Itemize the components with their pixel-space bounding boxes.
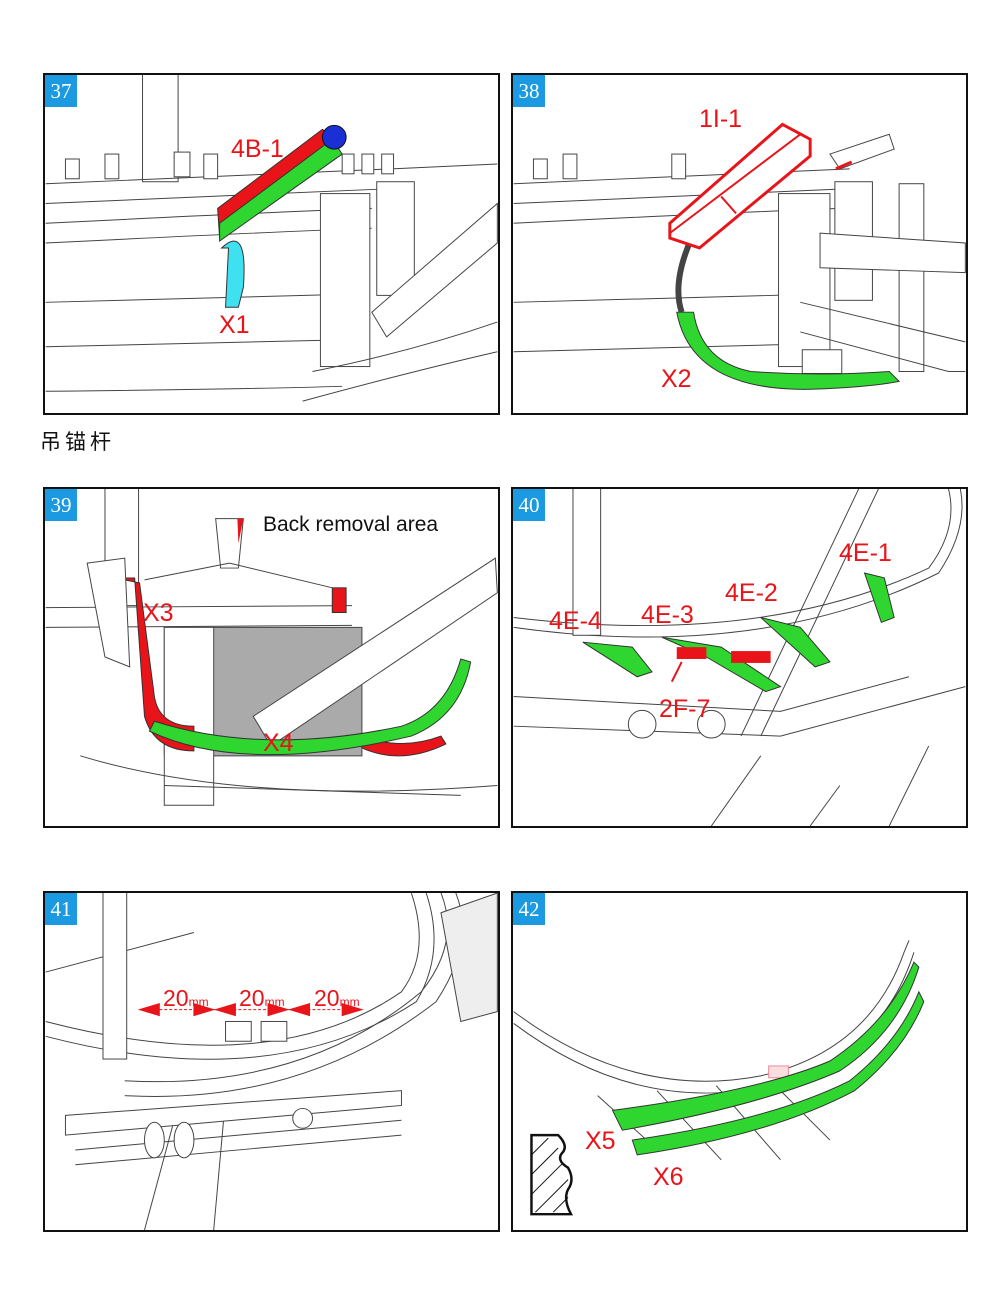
- step-40-panel: 40 4E-1 4E-2 4E-3 4E-4 2F-7: [511, 487, 968, 828]
- step-number-badge: 39: [45, 489, 77, 521]
- part-label-4b-1: 4B-1: [231, 135, 284, 163]
- dimension-value: 20: [163, 985, 189, 1011]
- dimension-value: 20: [239, 985, 265, 1011]
- dimension-label-2: 20mm: [239, 985, 285, 1012]
- step-37-illustration: [45, 75, 498, 402]
- step-42-illustration: [513, 940, 925, 1216]
- part-label-x3: X3: [143, 599, 174, 627]
- part-label-2f-7: 2F-7: [659, 695, 711, 723]
- part-label-x4: X4: [263, 729, 294, 757]
- part-label-x5: X5: [585, 1127, 616, 1155]
- part-label-4e-2: 4E-2: [725, 579, 778, 607]
- back-removal-area-note: Back removal area: [263, 513, 439, 536]
- step-40-illustration: [513, 489, 966, 826]
- dimension-unit: mm: [339, 995, 360, 1009]
- step-number-badge: 38: [513, 75, 545, 107]
- part-label-4e-4: 4E-4: [549, 607, 602, 635]
- dimension-label-1: 20mm: [163, 985, 209, 1012]
- part-label-x2: X2: [661, 365, 692, 393]
- step-39-panel: 39 Back removal area X3 X4: [43, 487, 500, 828]
- step-number-badge: 37: [45, 75, 77, 107]
- step-number-badge: 42: [513, 893, 545, 925]
- step-41-illustration: [45, 893, 498, 1230]
- molding-profile-icon: [530, 1133, 574, 1216]
- step-37-panel: 37 4B-1 X1: [43, 73, 500, 415]
- part-label-4e-3: 4E-3: [641, 601, 694, 629]
- step-38-illustration: [513, 122, 966, 390]
- dimension-unit: mm: [188, 995, 209, 1009]
- part-label-1i-1: 1I-1: [699, 105, 743, 133]
- part-label-x1: X1: [219, 311, 250, 339]
- step-39-illustration: [45, 489, 498, 806]
- dimension-label-3: 20mm: [314, 985, 360, 1012]
- dimension-value: 20: [314, 985, 340, 1011]
- part-label-x6: X6: [653, 1163, 684, 1191]
- step-number-badge: 41: [45, 893, 77, 925]
- step-38-panel: 38 1I-1 X2: [511, 73, 968, 415]
- step-41-panel: 41 20mm 20mm 20mm: [43, 891, 500, 1232]
- step-42-panel: 42 X5 X6: [511, 891, 968, 1232]
- step-number-badge: 40: [513, 489, 545, 521]
- part-label-4e-1: 4E-1: [839, 539, 892, 567]
- dimension-unit: mm: [264, 995, 285, 1009]
- section-caption: 吊锚杆: [40, 430, 115, 454]
